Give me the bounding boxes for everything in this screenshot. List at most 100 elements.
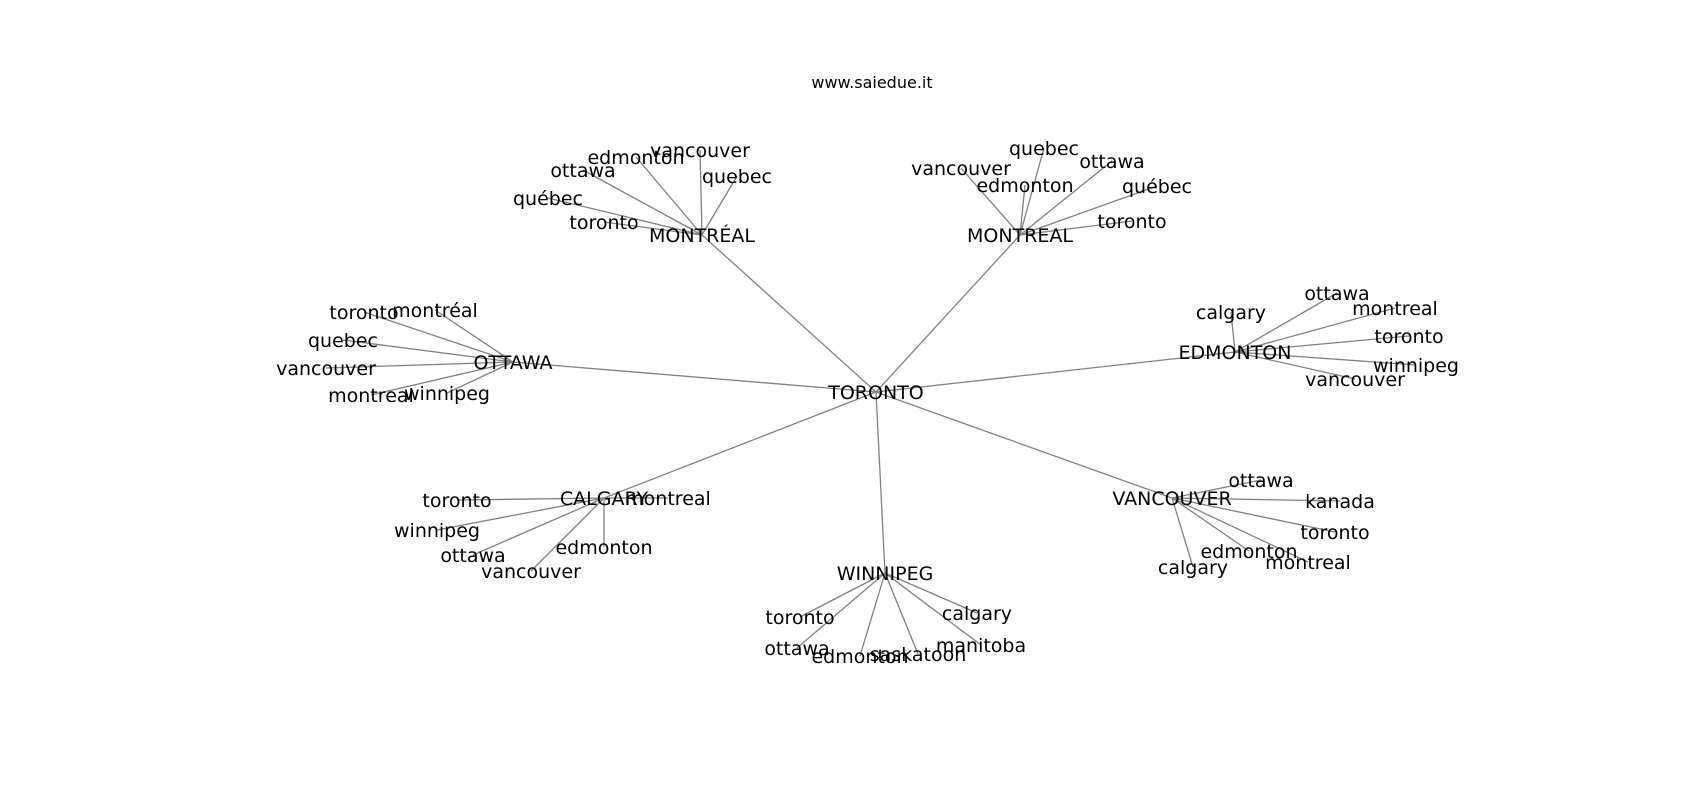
leaf-node-label: ottawa [1228,470,1293,492]
hub-node-label: CALGARY [560,488,649,510]
leaf-node-label: edmonton [587,147,684,169]
diagram-title: www.saiedue.it [811,73,932,92]
edge-root-hub [875,391,1173,499]
edge-hub-leaf [1171,497,1250,552]
leaf-node-label: toronto [1374,326,1443,348]
edge-hub-leaf [456,497,605,501]
leaf-node-label: vancouver [481,561,581,583]
edge-hub-leaf [1234,307,1396,353]
leaf-node-label: edmonton [811,646,908,668]
leaf-node-label: quebec [702,166,772,188]
root-node-label: TORONTO [827,382,924,404]
edges-layer [325,147,1417,657]
leaf-node-label: montreal [1352,298,1438,320]
hub-node-label: VANCOUVER [1112,488,1231,510]
edge-hub-leaf [884,572,978,614]
leaf-node-label: ottawa [440,545,505,567]
edge-root-hub [875,234,1021,393]
edge-hub-leaf [530,497,605,572]
edge-hub-leaf [1230,311,1236,353]
edge-hub-leaf [436,497,605,531]
edge-hub-leaf [1171,497,1336,533]
leaf-node-label: winnipeg [1373,355,1459,377]
edge-hub-leaf [370,361,514,396]
edge-hub-leaf [1019,220,1133,236]
edge-root-hub [875,391,886,574]
leaf-node-label: vancouver [911,158,1011,180]
edge-hub-leaf [1171,497,1194,568]
edge-hub-leaf [1234,335,1410,353]
leaf-node-label: toronto [422,490,491,512]
hub-node-label: OTTAWA [473,352,552,374]
edge-hub-leaf [1019,147,1045,236]
edge-hub-leaf [1019,160,1113,236]
edge-root-hub [875,351,1236,393]
edge-hub-leaf [325,361,514,369]
leaf-node-label: québec [513,188,583,210]
leaf-node-label: ottawa [1304,283,1369,305]
edge-hub-leaf [796,572,886,649]
leaf-node-label: kanada [1305,491,1375,513]
edge-hub-leaf [1234,351,1417,366]
edge-hub-leaf [1019,184,1026,236]
leaf-node-label: calgary [942,603,1012,625]
leaf-node-label: vancouver [1305,369,1405,391]
edge-hub-leaf [701,175,738,236]
leaf-node-label: ottawa [550,160,615,182]
leaf-node-label: toronto [765,607,834,629]
leaf-node-label: québec [1122,176,1192,198]
edge-root-hub [512,361,877,393]
leaf-node-label: winnipeg [394,520,480,542]
leaf-node-label: calgary [1196,302,1266,324]
edge-hub-leaf [960,167,1021,236]
edge-hub-leaf [434,309,514,363]
edge-hub-leaf [799,572,886,618]
leaf-node-label: quebec [308,330,378,352]
hub-node-label: MONTRÉAL [649,224,755,247]
edge-hub-leaf [884,572,919,655]
edge-hub-leaf [342,339,514,363]
leaf-node-label: quebec [1009,138,1079,160]
edge-hub-leaf [582,169,703,236]
leaf-node-label: toronto [1097,211,1166,233]
leaf-node-label: montreal [328,385,414,407]
edge-hub-leaf [363,311,514,363]
leaf-node-label: saskatoon [870,644,967,666]
edge-hub-leaf [884,572,982,646]
edge-hub-leaf [547,197,703,236]
edge-hub-leaf [635,156,703,236]
leaf-node-label: winnipeg [404,383,490,405]
edge-hub-leaf [1171,479,1262,499]
edge-hub-leaf [1234,351,1356,380]
leaf-node-label: toronto [569,212,638,234]
leaf-node-label: edmonton [555,537,652,559]
leaf-node-label: ottawa [1079,151,1144,173]
leaf-node-label: montréal [392,300,478,322]
leaf-node-label: montreal [625,488,711,510]
leaf-node-label: toronto [329,302,398,324]
edge-hub-leaf [603,221,703,236]
edge-hub-leaf [859,572,886,657]
hub-node-label: WINNIPEG [837,563,934,585]
edge-hub-leaf [1171,497,1341,502]
edge-hub-leaf [1019,185,1158,236]
leaf-node-label: vancouver [276,358,376,380]
leaf-node-label: edmonton [976,175,1073,197]
edge-hub-leaf [472,497,605,556]
hub-node-label: MONTREAL [967,225,1073,247]
edge-hub-leaf [1234,292,1338,353]
edge-hub-leaf [699,149,703,236]
leaf-node-label: edmonton [1200,541,1297,563]
hub-node-label: EDMONTON [1179,342,1292,364]
leaf-node-label: montreal [1265,552,1351,574]
leaf-node-label: manitoba [936,635,1026,657]
leaf-node-label: toronto [1300,522,1369,544]
edge-hub-leaf [446,361,514,394]
edge-root-hub [603,391,877,499]
leaf-node-label: ottawa [764,638,829,660]
edge-hub-leaf [1171,497,1309,563]
leaf-node-label: vancouver [650,140,750,162]
edge-root-hub [701,234,877,393]
